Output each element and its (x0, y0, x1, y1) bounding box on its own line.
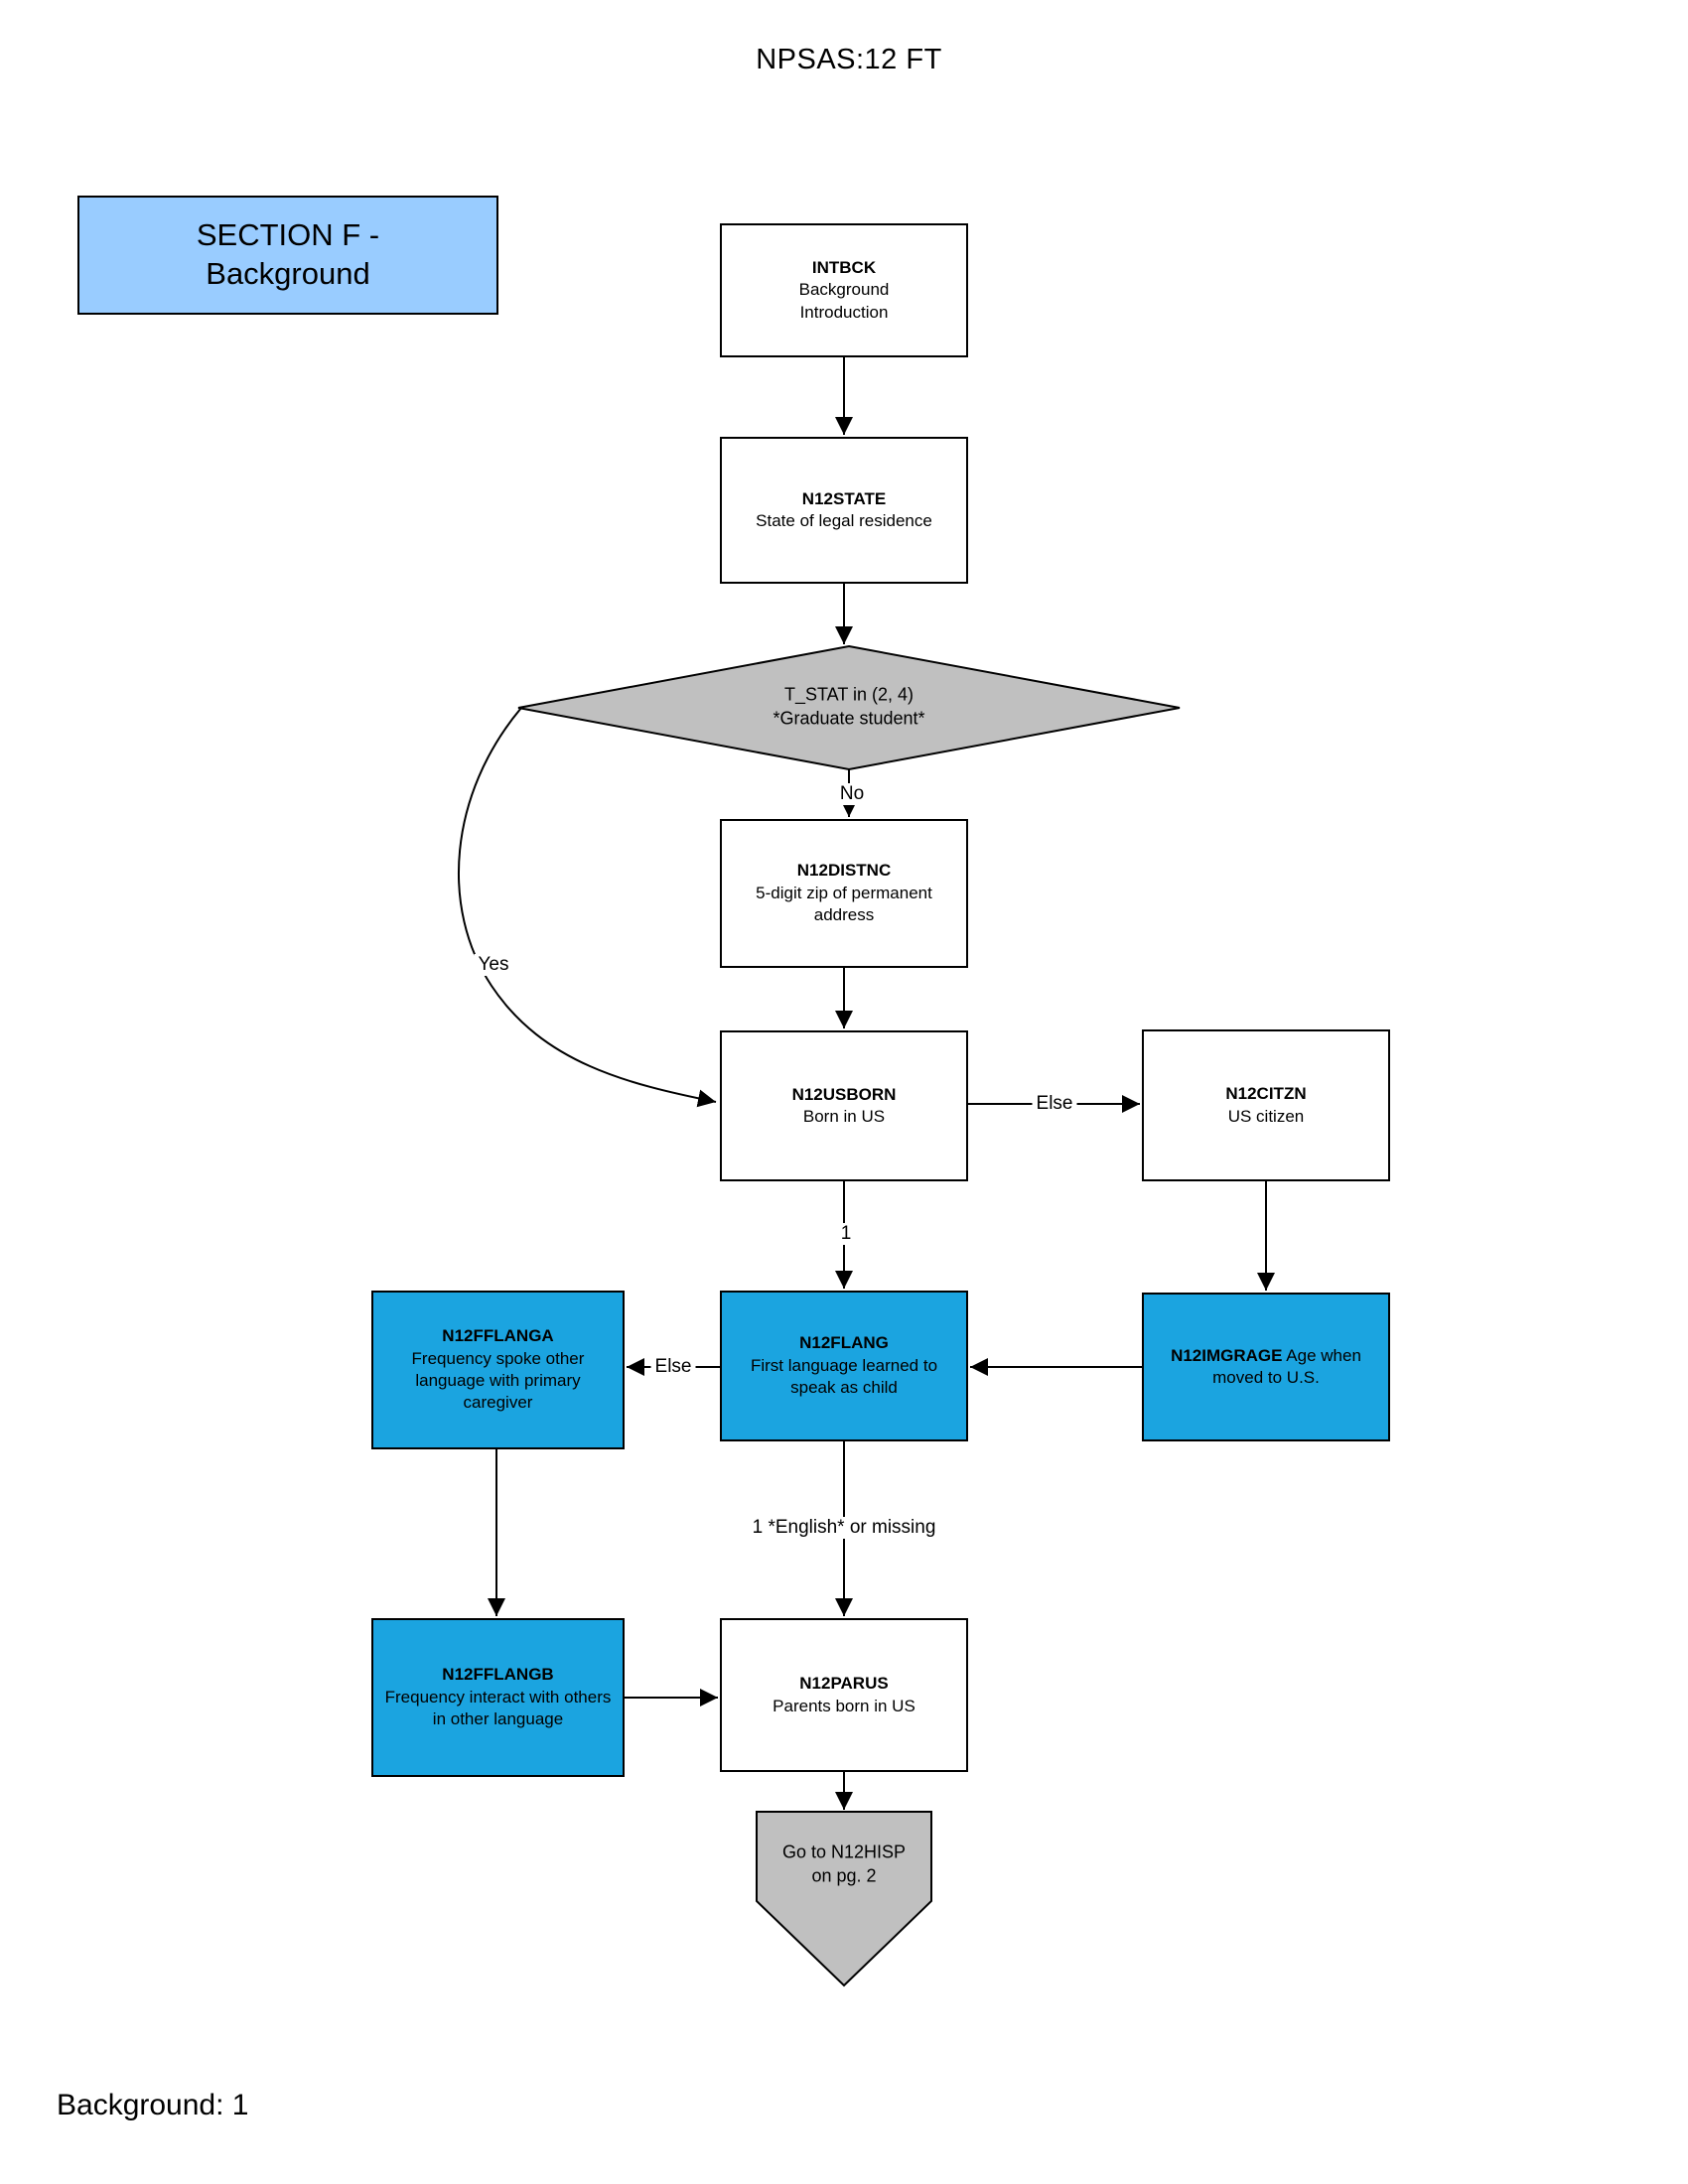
node-n12flang-title: N12FLANG (799, 1333, 889, 1353)
node-intbck: INTBCK Background Introduction (720, 223, 968, 357)
node-n12state-desc: State of legal residence (756, 511, 932, 530)
node-n12flang: N12FLANG First language learned to speak… (720, 1291, 968, 1441)
node-n12parus-title: N12PARUS (799, 1674, 889, 1694)
node-n12fflanga-desc: Frequency spoke other language with prim… (411, 1348, 585, 1413)
node-n12distnc: N12DISTNC 5-digit zip of permanent addre… (720, 819, 968, 968)
decision-tstat-label: T_STAT in (2, 4) *Graduate student* (773, 684, 925, 729)
node-n12fflangb: N12FFLANGB Frequency interact with other… (371, 1618, 625, 1777)
node-n12flang-desc: First language learned to speak as child (750, 1355, 938, 1398)
offpage-connector-shape (756, 1811, 932, 1987)
node-n12imgrage-desc: Age when moved to U.S. (1212, 1345, 1361, 1387)
node-n12distnc-desc: 5-digit zip of permanent address (756, 883, 932, 925)
node-n12imgrage: N12IMGRAGE Age when moved to U.S. (1142, 1293, 1390, 1441)
node-n12usborn-desc: Born in US (802, 1107, 886, 1126)
edge-label-one: 1 (836, 1223, 856, 1245)
node-n12usborn: N12USBORN Born in US (720, 1030, 968, 1181)
node-n12usborn-title: N12USBORN (791, 1084, 897, 1104)
edge-label-english: 1 *English* or missing (748, 1517, 940, 1539)
node-n12fflangb-desc: Frequency interact with others in other … (384, 1687, 612, 1729)
edge-label-yes: Yes (474, 954, 513, 976)
node-intbck-title: INTBCK (811, 257, 877, 277)
node-n12citzn-desc: US citizen (1227, 1106, 1305, 1126)
node-n12distnc-title: N12DISTNC (796, 861, 892, 881)
node-n12fflangb-title: N12FFLANGB (442, 1665, 554, 1685)
node-n12fflanga: N12FFLANGA Frequency spoke other languag… (371, 1291, 625, 1449)
page-footer: Background: 1 (57, 2089, 249, 2121)
node-n12citzn-title: N12CITZN (1225, 1084, 1307, 1104)
edge-tstat-yes-n12usborn (458, 707, 717, 1108)
node-intbck-desc: Background Introduction (798, 280, 890, 322)
edge-label-else-citzn: Else (1032, 1093, 1077, 1115)
node-n12state: N12STATE State of legal residence (720, 437, 968, 584)
node-n12state-title: N12STATE (801, 488, 887, 508)
edge-label-no: No (835, 783, 869, 805)
offpage-connector-label: Go to N12HISP on pg. 2 (781, 1842, 907, 1886)
edge-label-else-fflanga: Else (650, 1356, 696, 1378)
node-n12imgrage-title: N12IMGRAGE (1171, 1345, 1283, 1365)
node-n12fflanga-title: N12FFLANGA (442, 1326, 554, 1346)
node-n12parus: N12PARUS Parents born in US (720, 1618, 968, 1772)
node-n12parus-desc: Parents born in US (773, 1696, 915, 1715)
node-n12citzn: N12CITZN US citizen (1142, 1029, 1390, 1181)
page-title: NPSAS:12 FT (756, 44, 942, 75)
section-header: SECTION F - Background (77, 196, 498, 315)
